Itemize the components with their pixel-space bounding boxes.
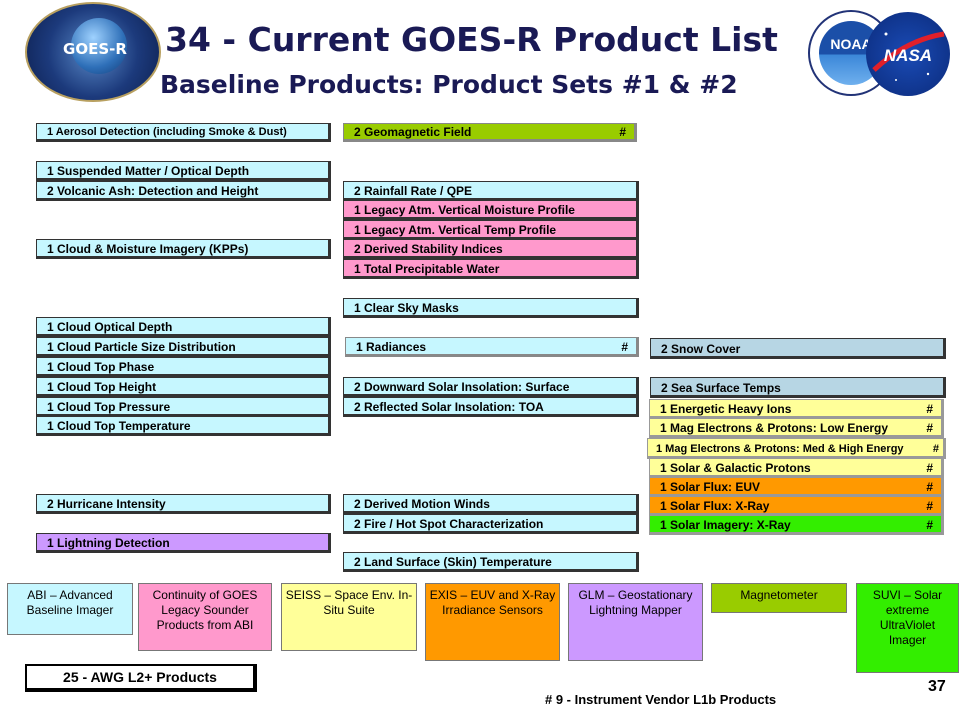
product-cloud-top-temperature: 1 Cloud Top Temperature bbox=[36, 416, 331, 436]
product-label: 2 Snow Cover bbox=[661, 342, 741, 356]
product-label: 2 Derived Motion Winds bbox=[354, 497, 490, 511]
product-label: 1 Cloud Top Phase bbox=[47, 360, 155, 374]
page-title: 34 - Current GOES-R Product List bbox=[165, 20, 778, 59]
product-label: 1 Solar & Galactic Protons bbox=[660, 461, 811, 475]
product-galactic-protons: 1 Solar & Galactic Protons # bbox=[649, 458, 944, 478]
product-label: 1 Solar Flux: EUV bbox=[660, 480, 761, 494]
product-label: 2 Land Surface (Skin) Temperature bbox=[354, 555, 552, 569]
product-solar-flux-xray: 1 Solar Flux: X-Ray # bbox=[649, 496, 944, 516]
product-label: 1 Total Precipitable Water bbox=[354, 262, 500, 276]
product-geomagnetic-field: 2 Geomagnetic Field # bbox=[343, 123, 637, 142]
product-label: 1 Cloud Particle Size Distribution bbox=[47, 340, 236, 354]
product-cloud-particle-size: 1 Cloud Particle Size Distribution bbox=[36, 337, 331, 357]
legend-glm: GLM – Geostationary Lightning Mapper bbox=[568, 583, 703, 661]
noaa-logo-text: NOAA bbox=[830, 36, 872, 52]
product-mag-med-high-energy: 1 Mag Electrons & Protons: Med & High En… bbox=[647, 438, 946, 459]
product-label: 1 Clear Sky Masks bbox=[354, 301, 459, 315]
vendor-mark: # bbox=[926, 480, 933, 494]
product-label: 2 Fire / Hot Spot Characterization bbox=[354, 517, 544, 531]
product-label: 2 Hurricane Intensity bbox=[47, 497, 166, 511]
product-fire-hot-spot: 2 Fire / Hot Spot Characterization bbox=[343, 514, 639, 534]
legend-exis: EXIS – EUV and X-Ray Irradiance Sensors bbox=[425, 583, 560, 661]
product-volcanic-ash: 2 Volcanic Ash: Detection and Height bbox=[36, 181, 331, 201]
product-label: 2 Volcanic Ash: Detection and Height bbox=[47, 184, 259, 198]
product-label: 2 Geomagnetic Field bbox=[354, 125, 472, 139]
nasa-vector-icon bbox=[872, 31, 945, 81]
product-label: 1 Cloud Top Height bbox=[47, 380, 157, 394]
product-sea-surface-temps: 2 Sea Surface Temps bbox=[650, 377, 946, 398]
product-mag-low-energy: 1 Mag Electrons & Protons: Low Energy # bbox=[649, 418, 944, 438]
page-subtitle: Baseline Products: Product Sets #1 & #2 bbox=[160, 70, 738, 99]
product-label: 1 Mag Electrons & Protons: Med & High En… bbox=[656, 443, 904, 455]
vendor-products-count: # 9 - Instrument Vendor L1b Products bbox=[545, 692, 777, 707]
goes-logo-text: GOES-R bbox=[63, 40, 127, 58]
awg-products-count: 25 - AWG L2+ Products bbox=[25, 664, 257, 692]
product-label: 1 Legacy Atm. Vertical Temp Profile bbox=[354, 223, 557, 237]
legend-abi: ABI – Advanced Baseline Imager bbox=[7, 583, 133, 635]
product-aerosol: 1 Aerosol Detection (including Smoke & D… bbox=[36, 123, 331, 142]
product-rainfall-rate: 2 Rainfall Rate / QPE bbox=[343, 181, 639, 201]
product-temp-profile: 1 Legacy Atm. Vertical Temp Profile bbox=[343, 220, 639, 240]
product-energetic-heavy-ions: 1 Energetic Heavy Ions # bbox=[649, 399, 944, 419]
nasa-logo: NASA bbox=[866, 12, 950, 96]
product-label: 1 Lightning Detection bbox=[47, 536, 170, 550]
product-label: 1 Solar Flux: X-Ray bbox=[660, 499, 770, 513]
goes-r-logo: GOES-R bbox=[25, 2, 161, 102]
product-label: 1 Suspended Matter / Optical Depth bbox=[47, 164, 250, 178]
product-label: 2 Downward Solar Insolation: Surface bbox=[354, 380, 570, 394]
product-label: 1 Cloud Top Pressure bbox=[47, 400, 171, 414]
product-cloud-top-height: 1 Cloud Top Height bbox=[36, 377, 331, 397]
product-suspended-matter: 1 Suspended Matter / Optical Depth bbox=[36, 161, 331, 181]
product-cloud-top-phase: 1 Cloud Top Phase bbox=[36, 357, 331, 377]
product-cloud-moisture-imagery: 1 Cloud & Moisture Imagery (KPPs) bbox=[36, 239, 331, 259]
vendor-mark: # bbox=[932, 443, 939, 455]
product-label: 2 Rainfall Rate / QPE bbox=[354, 184, 473, 198]
product-label: 1 Cloud Top Temperature bbox=[47, 419, 191, 433]
goes-earth-icon bbox=[71, 18, 127, 74]
product-label: 1 Cloud & Moisture Imagery (KPPs) bbox=[47, 242, 249, 256]
product-label: 2 Sea Surface Temps bbox=[661, 381, 781, 395]
legend-suvi: SUVI – Solar extreme UltraViolet Imager bbox=[856, 583, 959, 673]
product-label: 2 Derived Stability Indices bbox=[354, 242, 503, 256]
product-precipitable-water: 1 Total Precipitable Water bbox=[343, 259, 639, 279]
product-label: 1 Aerosol Detection (including Smoke & D… bbox=[47, 126, 287, 138]
page-number: 37 bbox=[928, 678, 946, 695]
product-label: 1 Cloud Optical Depth bbox=[47, 320, 173, 334]
product-label: 1 Energetic Heavy Ions bbox=[660, 402, 792, 416]
vendor-mark: # bbox=[926, 402, 933, 416]
product-label: 1 Radiances bbox=[356, 340, 427, 354]
awg-label: 25 - AWG L2+ Products bbox=[63, 669, 217, 685]
vendor-mark: # bbox=[621, 340, 628, 354]
product-label: 2 Reflected Solar Insolation: TOA bbox=[354, 400, 544, 414]
product-clear-sky-masks: 1 Clear Sky Masks bbox=[343, 298, 639, 318]
vendor-mark: # bbox=[926, 421, 933, 435]
vendor-mark: # bbox=[926, 518, 933, 532]
legend-sounder: Continuity of GOES Legacy Sounder Produc… bbox=[138, 583, 272, 651]
product-label: 1 Solar Imagery: X-Ray bbox=[660, 518, 791, 532]
product-hurricane-intensity: 2 Hurricane Intensity bbox=[36, 494, 331, 514]
product-stability-indices: 2 Derived Stability Indices bbox=[343, 239, 639, 259]
product-moisture-profile: 1 Legacy Atm. Vertical Moisture Profile bbox=[343, 200, 639, 220]
legend-seiss: SEISS – Space Env. In-Situ Suite bbox=[281, 583, 417, 651]
product-solar-flux-euv: 1 Solar Flux: EUV # bbox=[649, 477, 944, 497]
product-derived-motion-winds: 2 Derived Motion Winds bbox=[343, 494, 639, 514]
product-label: 1 Mag Electrons & Protons: Low Energy bbox=[660, 421, 889, 435]
product-cloud-top-pressure: 1 Cloud Top Pressure bbox=[36, 397, 331, 417]
product-label: 1 Legacy Atm. Vertical Moisture Profile bbox=[354, 203, 575, 217]
product-land-surface-temp: 2 Land Surface (Skin) Temperature bbox=[343, 552, 639, 572]
product-radiances: 1 Radiances # bbox=[345, 337, 639, 357]
vendor-mark: # bbox=[619, 125, 626, 139]
product-cloud-optical-depth: 1 Cloud Optical Depth bbox=[36, 317, 331, 337]
vendor-mark: # bbox=[926, 499, 933, 513]
product-snow-cover: 2 Snow Cover bbox=[650, 338, 946, 359]
product-lightning-detection: 1 Lightning Detection bbox=[36, 533, 331, 553]
product-downward-solar: 2 Downward Solar Insolation: Surface bbox=[343, 377, 639, 397]
vendor-mark: # bbox=[926, 461, 933, 475]
product-reflected-solar: 2 Reflected Solar Insolation: TOA bbox=[343, 397, 639, 417]
product-solar-imagery-xray: 1 Solar Imagery: X-Ray # bbox=[649, 515, 944, 535]
legend-magnetometer: Magnetometer bbox=[711, 583, 847, 613]
nasa-logo-text: NASA bbox=[883, 46, 933, 65]
